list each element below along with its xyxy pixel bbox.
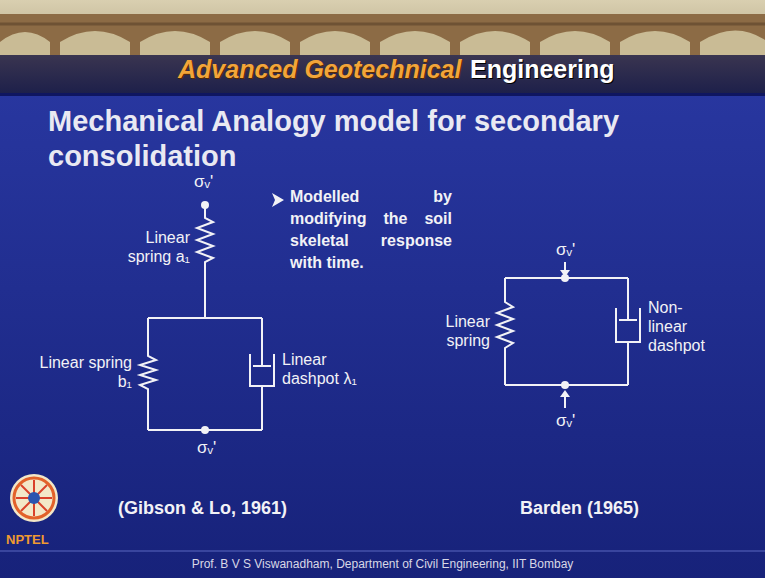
footer-text: Prof. B V S Viswanadham, Department of C… bbox=[0, 557, 765, 572]
footer-rule bbox=[0, 551, 765, 552]
spring-label: Linear spring bbox=[428, 312, 490, 350]
stress-symbol: σᵥ' bbox=[194, 172, 213, 191]
stress-symbol: σᵥ' bbox=[556, 240, 575, 259]
banner-title: Engineering bbox=[470, 60, 614, 79]
spring-label: Linear spring b₁ bbox=[38, 353, 132, 391]
load-point bbox=[201, 201, 209, 209]
logo-text: NPTEL bbox=[6, 530, 49, 549]
dashpot-label: Linear dashpot λ₁ bbox=[282, 350, 364, 388]
arrow-head bbox=[560, 390, 570, 397]
model-caption: Barden (1965) bbox=[520, 499, 639, 518]
bullet-marker bbox=[272, 193, 284, 207]
bullet-text: Modelled by modifying the soil skeletal … bbox=[290, 186, 452, 274]
banner-title: Advanced Geotechnical bbox=[178, 60, 461, 79]
barden-model bbox=[497, 262, 640, 408]
dashpot-label: Non-linear dashpot bbox=[648, 298, 718, 355]
load-point bbox=[201, 426, 209, 434]
stress-symbol: σᵥ' bbox=[197, 438, 216, 457]
model-caption: (Gibson & Lo, 1961) bbox=[118, 499, 287, 518]
spring-label: Linear spring a₁ bbox=[105, 228, 190, 266]
load-point bbox=[561, 381, 569, 389]
stress-symbol: σᵥ' bbox=[556, 411, 575, 430]
load-point bbox=[561, 274, 569, 282]
slide-title: Mechanical Analogy model for secondary c… bbox=[48, 104, 738, 174]
nptel-logo bbox=[10, 474, 58, 522]
banner-bridge bbox=[0, 0, 765, 96]
